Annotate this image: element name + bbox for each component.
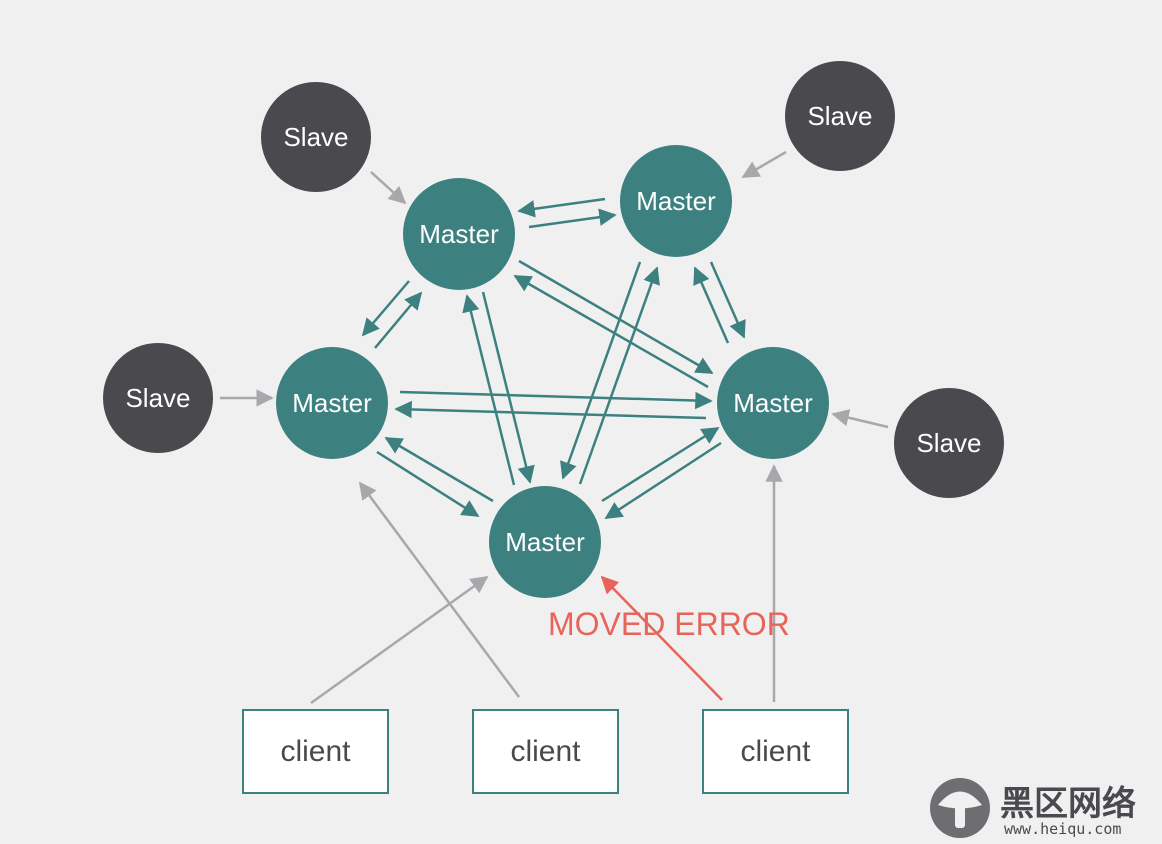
link-tr-to-r	[709, 261, 746, 339]
link-b-to-tl	[462, 294, 516, 486]
master-label: Master	[636, 186, 716, 216]
slave-label: Slave	[125, 383, 190, 413]
link-l-to-r	[399, 390, 713, 410]
moved-error-label: MOVED ERROR	[548, 606, 790, 642]
master-label: Master	[733, 388, 813, 418]
master-node-bottom: Master	[489, 486, 601, 598]
link-client-middle	[358, 481, 521, 698]
link-r-to-tr	[693, 266, 730, 344]
slave-label: Slave	[916, 428, 981, 458]
link-slave-tl	[370, 171, 407, 205]
master-label: Master	[292, 388, 372, 418]
link-l-to-b	[376, 450, 480, 518]
link-tl-to-r	[518, 259, 714, 375]
link-l-to-tl	[374, 291, 423, 349]
slave-node-left: Slave	[103, 343, 213, 453]
link-r-to-l	[394, 400, 707, 420]
link-tr-to-tl	[517, 197, 606, 218]
master-node-top-right: Master	[620, 145, 732, 257]
slave-node-top-right: Slave	[785, 61, 895, 171]
link-b-to-l	[384, 436, 494, 503]
slave-label: Slave	[807, 101, 872, 131]
link-b-to-tr	[578, 266, 660, 485]
client-label: client	[740, 735, 811, 768]
slave-node-right: Slave	[894, 388, 1004, 498]
client-box-right: client	[702, 709, 849, 794]
master-node-top-left: Master	[403, 178, 515, 290]
client-box-left: client	[242, 709, 389, 794]
link-r-to-tl	[513, 274, 709, 389]
client-box-middle: client	[472, 709, 619, 794]
client-request-links	[310, 464, 783, 705]
link-tl-to-b	[481, 291, 535, 484]
master-links	[361, 197, 746, 520]
link-tl-to-l	[361, 280, 410, 337]
master-node-right: Master	[717, 347, 829, 459]
slave-node-top-left: Slave	[261, 82, 371, 192]
client-label: client	[280, 735, 351, 768]
slave-label: Slave	[283, 122, 348, 152]
link-b-to-r	[601, 426, 720, 503]
link-client-left	[310, 575, 489, 705]
watermark-url: www.heiqu.com	[1004, 820, 1121, 838]
client-label: client	[510, 735, 581, 768]
master-label: Master	[505, 527, 585, 557]
master-node-left: Master	[276, 347, 388, 459]
watermark: 黑区网络 www.heiqu.com	[930, 778, 1136, 838]
link-tl-to-tr	[528, 208, 617, 229]
watermark-brand: 黑区网络	[1000, 784, 1136, 824]
link-client-right-moved	[600, 575, 723, 701]
link-tr-to-b	[560, 261, 642, 480]
slave-replication-links	[220, 150, 889, 429]
link-slave-tr	[741, 150, 787, 179]
mushroom-logo-icon	[930, 778, 990, 838]
link-slave-r	[831, 409, 889, 429]
link-r-to-b	[604, 441, 722, 520]
master-label: Master	[419, 219, 499, 249]
